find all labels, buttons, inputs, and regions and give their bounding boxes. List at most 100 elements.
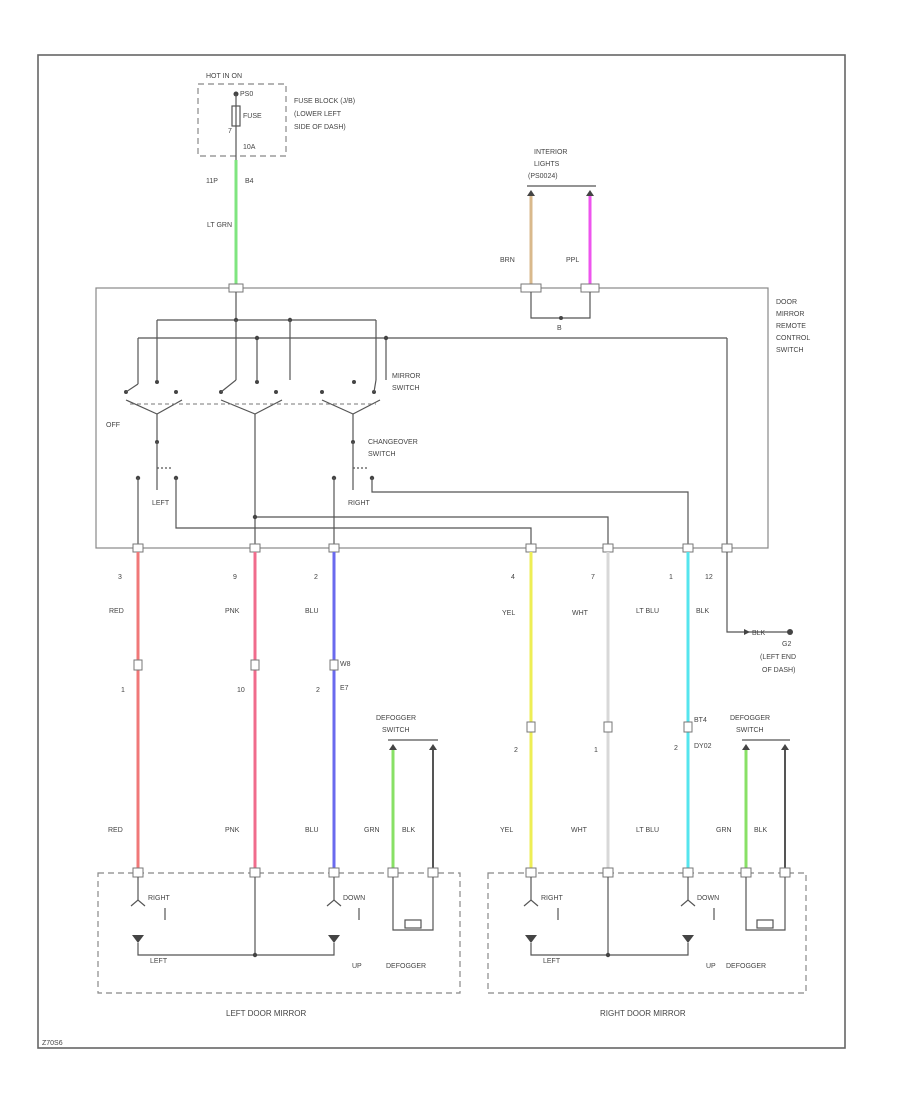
right-mirror-term-5	[779, 867, 791, 878]
internal-wire-ltblu	[371, 478, 689, 546]
right-mirror-common	[530, 943, 689, 956]
right-motor-2-symbol	[680, 899, 696, 907]
defogger-right-pin-b	[781, 744, 789, 750]
ground-location-2: OF DASH)	[762, 667, 795, 674]
left-mirror-right: RIGHT	[148, 895, 171, 902]
lower-right-yel: YEL	[500, 827, 513, 834]
inline-conn-red	[133, 659, 143, 671]
pin-number-2: 9	[233, 574, 237, 581]
right-mirror-term-2	[602, 867, 614, 878]
pin-terminal-3	[328, 543, 340, 553]
hot-in-on-label: HOT IN ON	[206, 73, 242, 80]
blade-3b	[352, 399, 381, 415]
lower-right-wht: WHT	[571, 827, 588, 834]
right-mirror-down: DOWN	[697, 895, 719, 902]
right-defogger-element	[756, 919, 774, 929]
inline-id-dy02: DY02	[694, 743, 712, 750]
splice-top-left: 11P	[206, 178, 218, 185]
defogger-left-pin-b	[429, 744, 437, 750]
pin-number-6: 1	[669, 574, 673, 581]
ground-wire-label: BLK	[752, 630, 766, 637]
interior-loop-dot	[559, 316, 563, 320]
contact-6	[274, 390, 278, 394]
fuse-label: FUSE	[243, 113, 262, 120]
wire-ppl-label: PPL	[566, 257, 579, 264]
internal-wire-wht	[255, 516, 609, 546]
right-motor-1-icon	[525, 935, 537, 943]
defogger-switch-left: DEFOGGER SWITCH	[376, 715, 438, 870]
interior-lights-line1: INTERIOR	[534, 149, 567, 156]
contact-8	[352, 380, 356, 384]
pin-terminal-1	[132, 543, 144, 553]
lower-right-ltblu: LT BLU	[636, 827, 659, 834]
wire-label-wht: WHT	[572, 610, 589, 617]
blade-2a	[220, 399, 256, 415]
right-mirror-outline	[487, 872, 807, 994]
interior-lights: INTERIOR LIGHTS (PS0024) BRN PPL	[500, 149, 596, 286]
pin-terminal-2	[249, 543, 261, 553]
right-mirror-up: UP	[706, 963, 716, 970]
inline-connectors-right: 2 1 2 BT4 DY02	[514, 717, 712, 754]
left-motor-2-icon	[328, 935, 340, 943]
wire-label-ltblu: LT BLU	[636, 608, 659, 615]
interior-lights-line3: (PS0024)	[528, 173, 558, 180]
switch-label-4: CONTROL	[776, 335, 810, 342]
switch-label-2: MIRROR	[776, 311, 804, 318]
blade-3a	[321, 399, 354, 415]
fuse-block-line3: SIDE OF DASH)	[294, 124, 346, 131]
diagram-frame	[37, 54, 846, 1049]
defogger-left-label-2: SWITCH	[382, 727, 410, 734]
contact-5	[255, 380, 259, 384]
inline-id-e7: E7	[340, 685, 349, 692]
changeover-pos-2: RIGHT	[348, 500, 371, 507]
ground-point	[787, 629, 793, 635]
right-mirror-dot	[605, 952, 611, 958]
internal-wire-yel	[175, 478, 532, 546]
inline-conn-pnk	[250, 659, 260, 671]
left-defogger-element	[404, 919, 422, 929]
contact-3	[174, 390, 178, 394]
wire-label-pnk: PNK	[225, 608, 240, 615]
pin-terminal-5	[602, 543, 614, 553]
ground-name: G2	[782, 641, 791, 648]
defogger-right-pin-a	[742, 744, 750, 750]
left-door-mirror: RIGHT DOWN LEFT UP DEFOGGER	[97, 867, 461, 994]
left-mirror-title: LEFT DOOR MIRROR	[226, 1009, 307, 1018]
fuse-block-outline	[197, 83, 287, 157]
pin-terminal-6	[682, 543, 694, 553]
left-mirror-up: UP	[352, 963, 362, 970]
wire-label-red: RED	[109, 608, 124, 615]
right-mirror-term-1	[525, 867, 537, 878]
ground-code: B	[557, 325, 562, 332]
left-mirror-term-5	[427, 867, 439, 878]
right-motor-1-symbol	[523, 899, 539, 907]
internal-junction	[252, 514, 258, 520]
inline-pin-wht: 1	[594, 747, 598, 754]
blade-1a	[125, 399, 158, 415]
mirror-switch-label-2: SWITCH	[392, 385, 420, 392]
fuse-ref: PS0	[240, 91, 253, 98]
wire-lt-grn-label: LT GRN	[207, 222, 232, 229]
right-defogger-loop	[745, 877, 786, 931]
interior-terminal-left	[527, 190, 535, 196]
pin-number-1: 3	[118, 574, 122, 581]
left-defogger-label: DEFOGGER	[386, 963, 426, 970]
remote-control-switch: DOOR MIRROR REMOTE CONTROL SWITCH B	[95, 283, 810, 553]
left-motor-2-symbol	[326, 899, 342, 907]
contact-7	[320, 390, 324, 394]
lower-left-grn: GRN	[364, 827, 380, 834]
inline-pin-red: 1	[121, 687, 125, 694]
contact-link-1	[125, 383, 139, 393]
figure-id: Z70S6	[42, 1040, 63, 1047]
inline-conn-blu	[329, 659, 339, 671]
defogger-right-label-1: DEFOGGER	[730, 715, 770, 722]
lower-right-grn: GRN	[716, 827, 732, 834]
defogger-switch-right: DEFOGGER SWITCH	[730, 715, 790, 870]
inline-connectors-left: 1 10 2 W8 E7	[121, 659, 351, 694]
defogger-right-label-2: SWITCH	[736, 727, 764, 734]
inline-pin-pnk: 10	[237, 687, 245, 694]
left-mirror-term-3	[328, 867, 340, 878]
changeover-pos-1: LEFT	[152, 500, 170, 507]
